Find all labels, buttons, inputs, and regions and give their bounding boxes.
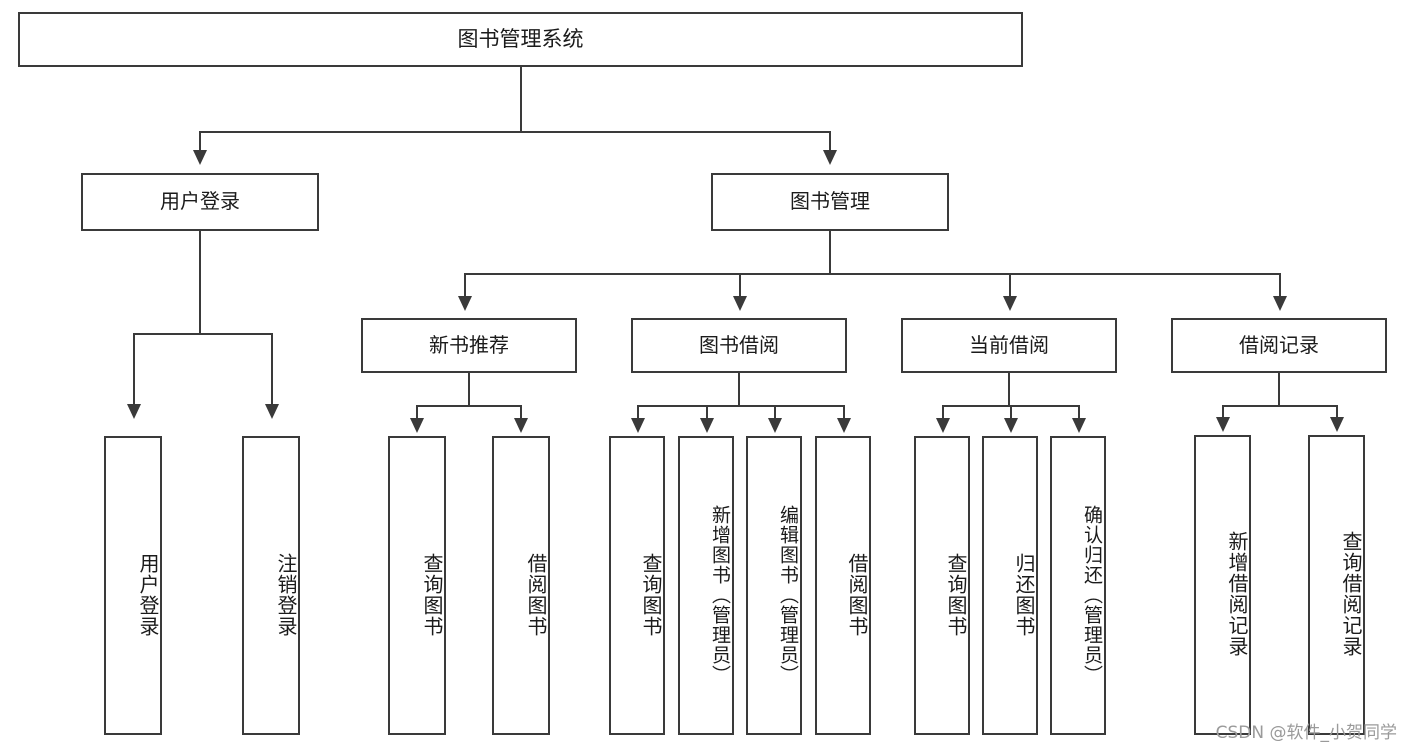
leaf-user-login-login[interactable]: 用户登录	[104, 436, 162, 735]
connector-borrow-record-trunk	[1278, 373, 1280, 405]
connector-new-book-bar	[416, 405, 520, 407]
connector-user-login-leaf2	[271, 333, 273, 405]
connector-root-trunk	[520, 67, 522, 131]
connector-current-borrow-leaf2	[1010, 405, 1012, 419]
node-label: 新增借阅记录	[1225, 531, 1249, 657]
node-label: 图书借阅	[699, 332, 779, 357]
node-label: 用户登录	[160, 189, 240, 214]
leaf-current-borrow-confirm-return-admin[interactable]: 确认归还（管理员）	[1050, 436, 1106, 735]
leaf-current-borrow-query-book[interactable]: 查询图书	[914, 436, 970, 735]
node-label: 当前借阅	[969, 332, 1049, 357]
arrowhead-borrow-record	[1273, 296, 1287, 311]
leaf-book-borrow-borrow-book[interactable]: 借阅图书	[815, 436, 871, 735]
connector-current-borrow-leaf3	[1078, 405, 1080, 419]
leaf-current-borrow-return-book[interactable]: 归还图书	[982, 436, 1038, 735]
node-label: 图书管理系统	[457, 27, 584, 52]
node-label: 查询图书	[639, 552, 663, 637]
connector-bm-to-book-borrow	[739, 273, 741, 297]
node-label: 归还图书	[1012, 552, 1036, 637]
leaf-book-borrow-query-book[interactable]: 查询图书	[609, 436, 665, 735]
node-book-borrow[interactable]: 图书借阅	[631, 318, 847, 373]
connector-book-management-bar	[464, 273, 1281, 275]
arrowhead-borrow-record-leaf2	[1330, 417, 1344, 432]
connector-bm-to-new-book	[464, 273, 466, 297]
connector-book-borrow-leaf4	[843, 405, 845, 419]
arrowhead-new-book	[458, 296, 472, 311]
connector-book-borrow-trunk	[738, 373, 740, 405]
node-label: 图书管理	[790, 189, 870, 214]
connector-root-to-user-login	[199, 131, 201, 151]
arrowhead-book-borrow-leaf3	[768, 418, 782, 433]
node-label: 编辑图书（管理员）	[777, 504, 799, 685]
watermark-text: CSDN @软件_小贺同学	[1215, 723, 1397, 743]
connector-new-book-trunk	[468, 373, 470, 405]
node-label: 用户登录	[136, 552, 160, 637]
connector-borrow-record-leaf2	[1336, 405, 1338, 418]
arrowhead-current-borrow	[1003, 296, 1017, 311]
node-label: 借阅图书	[524, 552, 548, 637]
arrowhead-current-borrow-leaf3	[1072, 418, 1086, 433]
connector-current-borrow-leaf1	[942, 405, 944, 419]
node-label: 查询图书	[944, 552, 968, 637]
connector-book-borrow-bar	[637, 405, 843, 407]
node-label: 新增图书（管理员）	[709, 504, 731, 685]
connector-bm-to-current-borrow	[1009, 273, 1011, 297]
connector-user-login-leaf1	[133, 333, 135, 405]
leaf-user-login-logout[interactable]: 注销登录	[242, 436, 300, 735]
leaf-new-book-query-book[interactable]: 查询图书	[388, 436, 446, 735]
leaf-borrow-record-query-record[interactable]: 查询借阅记录	[1308, 435, 1365, 735]
arrowhead-book-borrow-leaf2	[700, 418, 714, 433]
arrowhead-borrow-record-leaf1	[1216, 417, 1230, 432]
connector-book-borrow-leaf2	[706, 405, 708, 419]
leaf-book-borrow-edit-book-admin[interactable]: 编辑图书（管理员）	[746, 436, 802, 735]
connector-book-borrow-leaf3	[774, 405, 776, 419]
node-current-borrow[interactable]: 当前借阅	[901, 318, 1117, 373]
connector-borrow-record-bar	[1222, 405, 1336, 407]
node-new-book-recommend[interactable]: 新书推荐	[361, 318, 577, 373]
node-label: 查询图书	[420, 552, 444, 637]
arrowhead-book-borrow	[733, 296, 747, 311]
connector-borrow-record-leaf1	[1222, 405, 1224, 418]
connector-user-login-bar	[133, 333, 271, 335]
connector-root-to-book-management	[829, 131, 831, 151]
node-root-book-management-system[interactable]: 图书管理系统	[18, 12, 1023, 67]
arrowhead-user-login-leaf2	[265, 404, 279, 419]
leaf-book-borrow-add-book-admin[interactable]: 新增图书（管理员）	[678, 436, 734, 735]
connector-bm-to-borrow-record	[1279, 273, 1281, 297]
connector-new-book-leaf2	[520, 405, 522, 419]
arrowhead-user-login-leaf1	[127, 404, 141, 419]
node-user-login[interactable]: 用户登录	[81, 173, 319, 231]
connector-new-book-leaf1	[416, 405, 418, 419]
node-label: 注销登录	[274, 552, 298, 637]
arrowhead-current-borrow-leaf2	[1004, 418, 1018, 433]
arrowhead-current-borrow-leaf1	[936, 418, 950, 433]
node-label: 借阅记录	[1239, 332, 1319, 357]
node-label: 确认归还（管理员）	[1081, 504, 1103, 685]
arrowhead-book-management	[823, 150, 837, 165]
connector-current-borrow-trunk	[1008, 373, 1010, 405]
connector-book-management-trunk	[829, 231, 831, 273]
connector-root-bar	[199, 131, 831, 133]
node-label: 查询借阅记录	[1339, 531, 1363, 657]
arrowhead-new-book-leaf1	[410, 418, 424, 433]
node-book-management[interactable]: 图书管理	[711, 173, 949, 231]
connector-book-borrow-leaf1	[637, 405, 639, 419]
arrowhead-new-book-leaf2	[514, 418, 528, 433]
arrowhead-user-login	[193, 150, 207, 165]
connector-user-login-trunk	[199, 231, 201, 333]
arrowhead-book-borrow-leaf1	[631, 418, 645, 433]
leaf-new-book-borrow-book[interactable]: 借阅图书	[492, 436, 550, 735]
arrowhead-book-borrow-leaf4	[837, 418, 851, 433]
node-label: 新书推荐	[429, 332, 509, 357]
node-label: 借阅图书	[845, 552, 869, 637]
leaf-borrow-record-add-record[interactable]: 新增借阅记录	[1194, 435, 1251, 735]
node-borrow-record[interactable]: 借阅记录	[1171, 318, 1387, 373]
